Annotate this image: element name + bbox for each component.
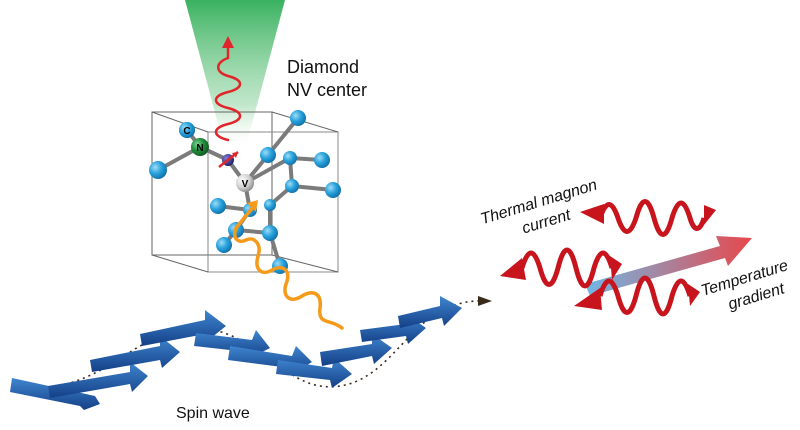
magnon-helix-3 bbox=[574, 275, 700, 317]
atom-n-letter: N bbox=[196, 143, 203, 154]
laser-beam bbox=[185, 0, 285, 150]
magnon-helix-1 bbox=[580, 199, 716, 237]
atom-v-letter: V bbox=[242, 179, 249, 190]
spin-arrows bbox=[10, 296, 462, 410]
spin-wave-arrowhead bbox=[478, 296, 492, 306]
microwave-wave-icon bbox=[214, 36, 242, 142]
nv-spin-icon bbox=[218, 151, 239, 168]
nv-label-line2: NV center bbox=[287, 80, 367, 100]
diamond-cube bbox=[151, 111, 339, 273]
temperature-gradient-icon bbox=[585, 236, 752, 296]
atom-n: N bbox=[191, 138, 209, 156]
atom-v: V bbox=[236, 174, 254, 192]
atom-c: C bbox=[179, 122, 195, 138]
spin-wave bbox=[10, 296, 492, 410]
nv-label-line1: Diamond bbox=[287, 57, 359, 77]
atom-c-letter: C bbox=[183, 126, 190, 137]
magnon-helix-2 bbox=[500, 247, 622, 289]
spin-wave-label: Spin wave bbox=[176, 405, 250, 422]
temperature-label: Temperature gradient bbox=[699, 257, 790, 313]
excitation-wave-icon bbox=[233, 200, 344, 330]
